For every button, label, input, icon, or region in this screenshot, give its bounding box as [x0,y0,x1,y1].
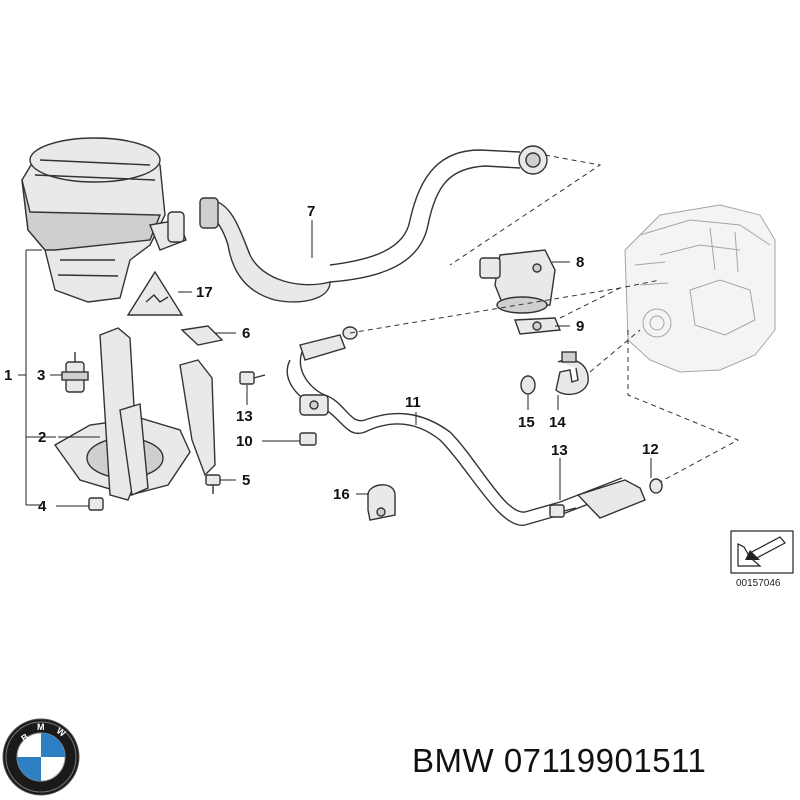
callout-9: 9 [576,318,584,335]
callout-13b: 13 [551,442,568,459]
dashed-guides [349,154,740,483]
warning-label [126,270,184,316]
nut-10 [299,432,317,446]
callout-8: 8 [576,254,584,271]
callout-13a: 13 [236,408,253,425]
svg-text:M: M [37,722,45,732]
air-hose [199,145,548,303]
svg-text:B: B [19,731,30,743]
bolt-lower [549,504,577,518]
pipe-clamp [555,351,589,396]
engine-ghost [624,204,776,373]
bolt [205,474,221,494]
callout-6: 6 [242,325,250,342]
callout-10: 10 [236,433,253,450]
callout-7: 7 [307,203,315,220]
pipe-holder [367,484,396,521]
callout-3: 3 [37,367,45,384]
callout-15: 15 [518,414,535,431]
secondary-air-pump [21,137,187,303]
leader-lines [18,220,652,507]
mounting-bracket [53,327,216,501]
bolt-upper [239,371,266,385]
check-valve [479,249,556,314]
diagram-code: 00157046 [736,578,781,589]
gasket [514,317,562,335]
callout-11: 11 [405,394,421,411]
callout-14: 14 [549,414,566,431]
callout-16: 16 [333,486,350,503]
part-number-caption: BMW 07119901511 [412,742,707,779]
direction-arrow-box [730,530,794,574]
callout-2: 2 [38,429,46,446]
rubber-mount [61,352,89,393]
clip-nut [180,325,224,346]
nut [88,497,104,511]
callout-17: 17 [196,284,213,301]
callout-5: 5 [242,472,250,489]
bmw-logo: B M W [2,718,80,796]
callout-4: 4 [38,498,47,515]
callout-12: 12 [642,441,659,458]
nut-15 [520,375,536,395]
callout-1: 1 [4,367,12,384]
callout-labels: 1 3 2 4 5 6 17 7 8 9 13 10 11 12 13 14 1… [4,203,659,515]
